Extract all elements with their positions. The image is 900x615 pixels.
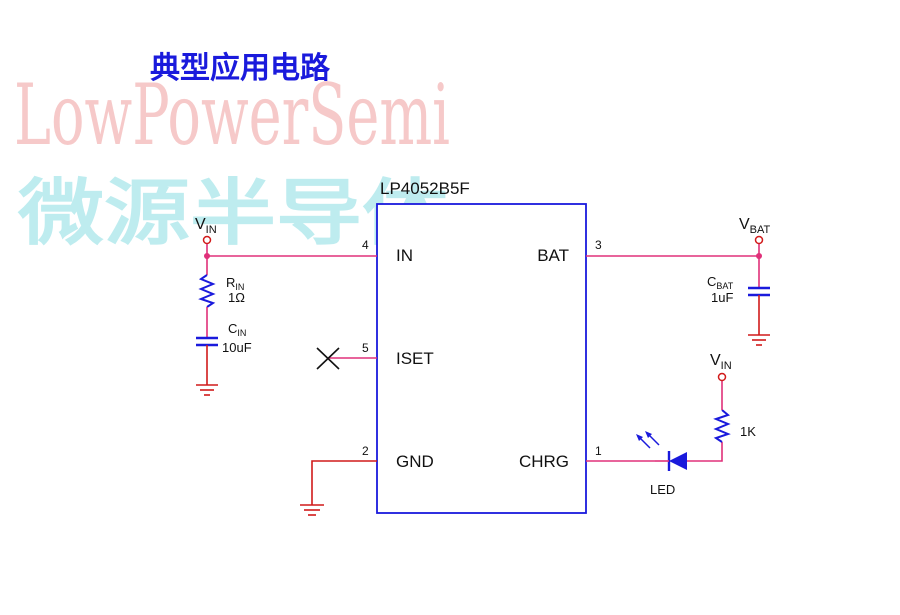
no-connect-icon <box>316 347 340 370</box>
watermark-latin: LowPowerSemi <box>14 66 450 164</box>
vin-left-label: VIN <box>195 216 217 236</box>
cin-ref: CIN <box>228 321 246 338</box>
pin-name-iset: ISET <box>396 349 434 368</box>
pin-name-in: IN <box>396 246 413 265</box>
pin-name-chrg: CHRG <box>519 452 569 471</box>
ground-icon <box>196 384 218 396</box>
vin-right-label: VIN <box>710 352 732 372</box>
pin-number-in: 4 <box>362 238 369 252</box>
pin-number-bat: 3 <box>595 238 602 252</box>
led-label: LED <box>650 482 675 497</box>
led-icon <box>636 431 687 471</box>
wire-led-resistor <box>687 442 723 462</box>
resistor-icon <box>198 274 216 308</box>
cin-value: 10uF <box>222 340 252 355</box>
pin-name-gnd: GND <box>396 452 434 471</box>
ground-icon <box>748 334 770 346</box>
rin-ref: RIN <box>226 275 244 292</box>
pin-number-chrg: 1 <box>595 444 602 458</box>
resistor-icon <box>713 409 731 443</box>
rin-value: 1Ω <box>228 290 245 305</box>
cbat-ref: CBAT <box>707 274 734 291</box>
ground-icon <box>300 504 324 516</box>
page-title: 典型应用电路 <box>150 51 331 86</box>
vbat-label: VBAT <box>739 216 771 236</box>
vin-left-terminal <box>202 235 212 245</box>
wire-gnd <box>311 460 377 505</box>
chip-body <box>376 203 587 514</box>
pin-name-bat: BAT <box>537 246 569 265</box>
r-led-value: 1K <box>740 424 756 439</box>
pin-number-gnd: 2 <box>362 444 369 458</box>
pin-number-iset: 5 <box>362 341 369 355</box>
vin-right-terminal <box>717 372 727 382</box>
cbat-value: 1uF <box>711 290 733 305</box>
vbat-terminal <box>754 235 764 245</box>
chip-part-number: LP4052B5F <box>380 179 470 198</box>
